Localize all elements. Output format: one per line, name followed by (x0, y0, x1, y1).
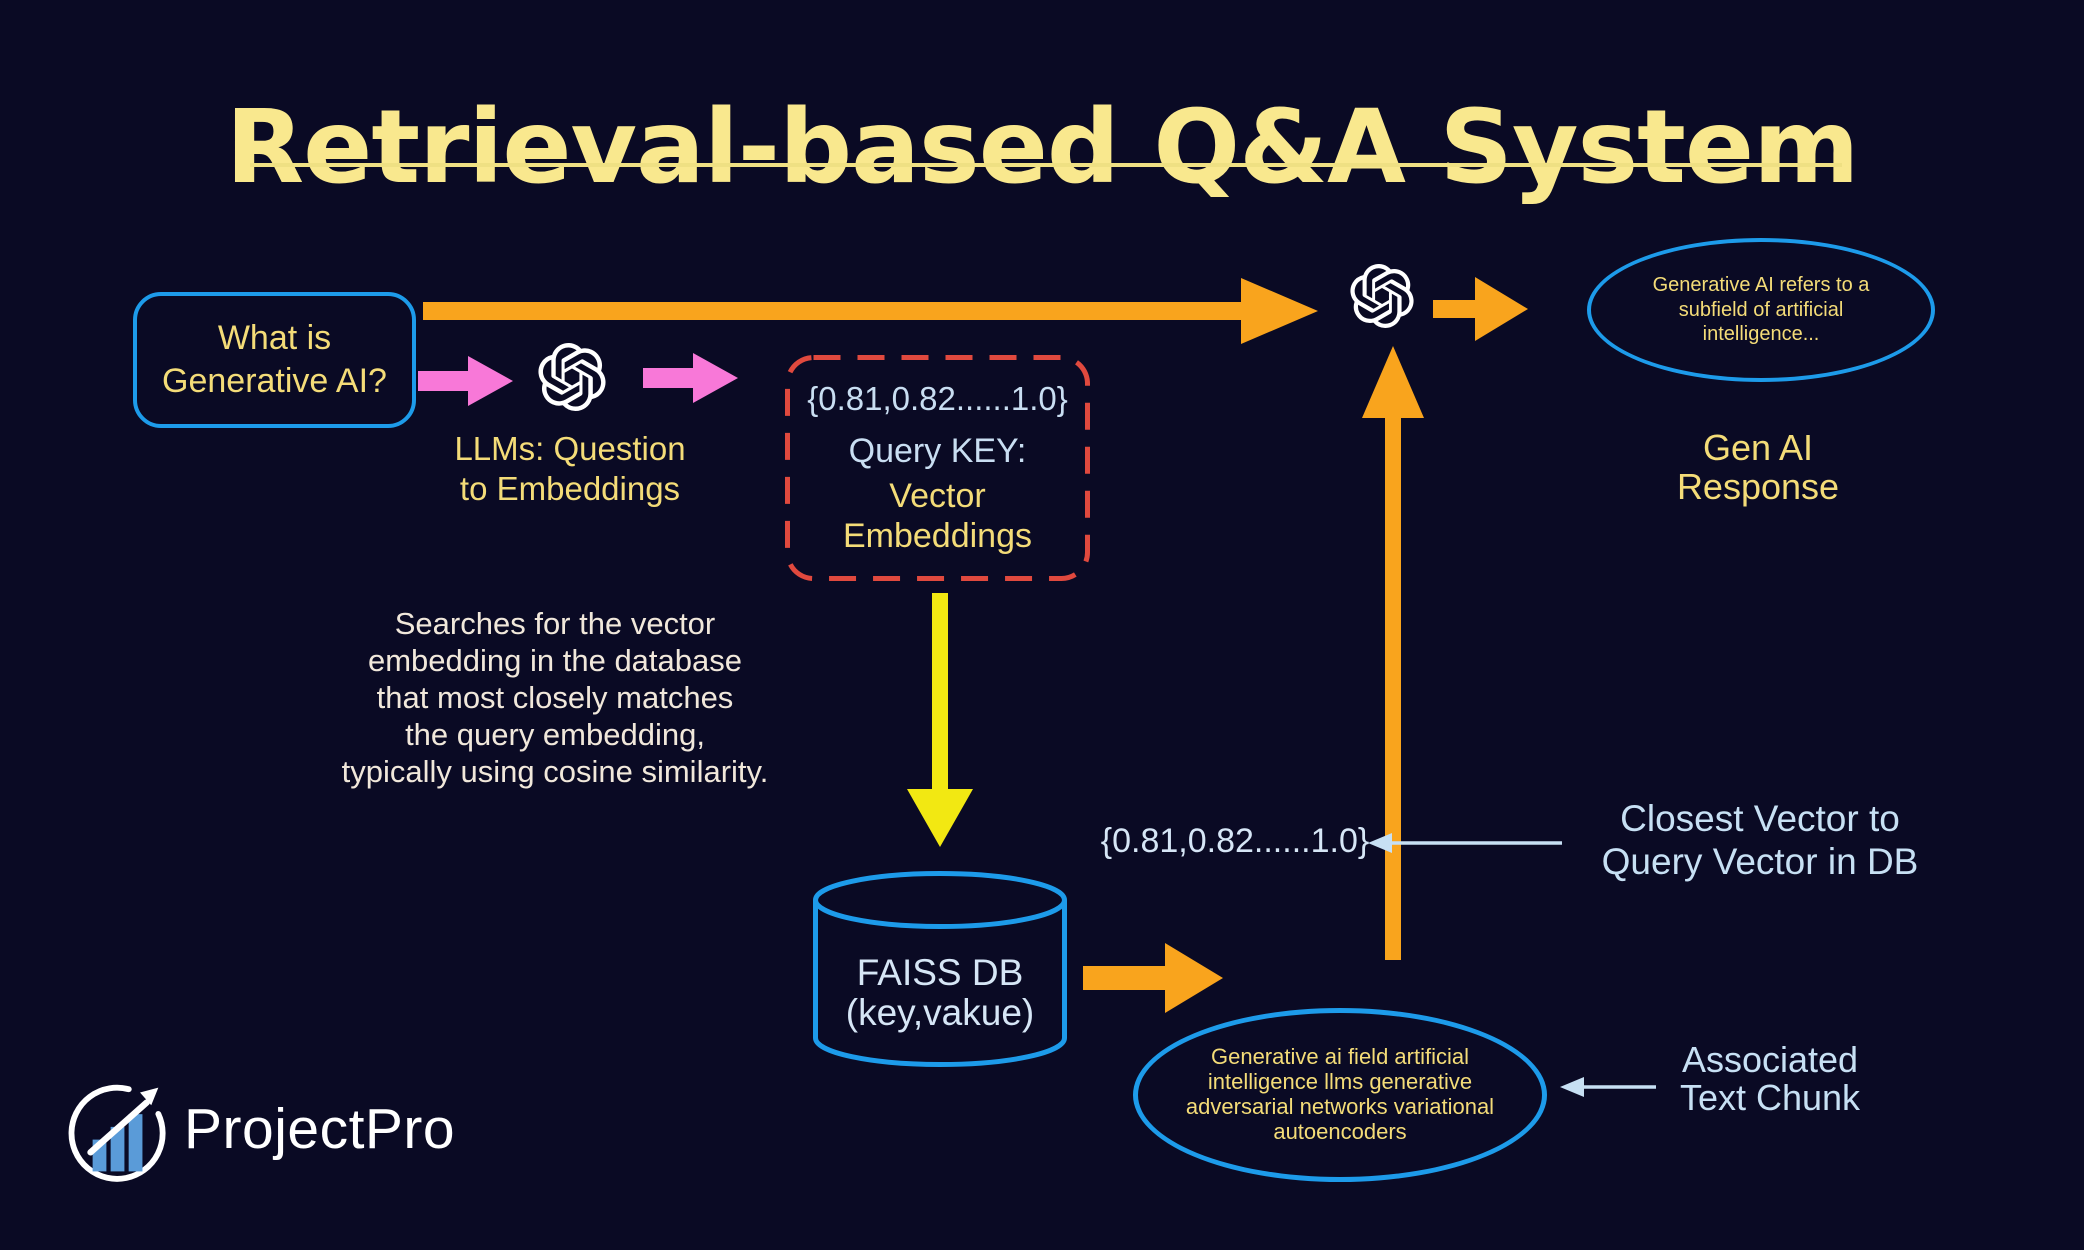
search-note: Searches for the vector embedding in the… (341, 606, 769, 789)
retrieved-chunk-text: Generative ai field artificial intellige… (1185, 1044, 1495, 1144)
question-text: What is Generative AI? (162, 319, 387, 400)
brand-logo: ProjectPro (64, 1076, 455, 1182)
response-ellipse-text: Generative AI refers to a subfield of ar… (1652, 274, 1870, 346)
dashed-border (785, 355, 1090, 581)
arrow-faiss-to-chunk (1083, 943, 1223, 1013)
openai-icon (1350, 264, 1414, 328)
closest-vector-value: {0.81,0.82......1.0} (1100, 822, 1370, 860)
arrow-query-key-to-faiss (907, 593, 973, 847)
retrieved-chunk-ellipse: Generative ai field artificial intellige… (1133, 1008, 1547, 1182)
query-key-subtitle: Vector Embeddings (842, 477, 1032, 555)
openai-icon (538, 343, 606, 411)
arrow-vector-to-generator (1362, 346, 1424, 960)
arrow-associated-chunk-pointer (1560, 1077, 1656, 1097)
closest-vector-label: Closest Vector to Query Vector in DB (1601, 798, 1919, 882)
genai-response-label: Gen AI Response (1676, 427, 1840, 508)
query-key-title: Query KEY: (848, 432, 1027, 471)
page-title: Retrieval-based Q&A System (225, 88, 1860, 208)
question-box: What is Generative AI? (133, 292, 416, 428)
arrow-generator-to-response (1433, 277, 1528, 341)
growth-chart-icon (68, 1084, 166, 1182)
query-key-box: {0.81,0.82......1.0} Query KEY: Vector E… (785, 355, 1090, 581)
database-cylinder-icon (813, 871, 1067, 1067)
llm-step-label: LLMs: Question to Embeddings (454, 430, 686, 507)
title-underline (250, 163, 1842, 167)
brand-name: ProjectPro (184, 1097, 456, 1161)
faiss-db-subtitle: (key,vakue) (845, 991, 1035, 1033)
query-vector-value: {0.81,0.82......1.0} (807, 380, 1068, 418)
arrow-question-to-encoder (418, 356, 513, 406)
associated-chunk-label: Associated Text Chunk (1679, 1039, 1861, 1119)
arrow-question-to-generator (423, 278, 1318, 344)
faiss-db-title: FAISS DB (856, 952, 1024, 993)
arrow-closest-vector-pointer (1368, 833, 1562, 853)
response-ellipse: Generative AI refers to a subfield of ar… (1587, 238, 1935, 382)
arrow-encoder-to-query-key (643, 353, 738, 403)
faiss-db-label: FAISS DB(key,vakue) (812, 953, 1068, 1033)
